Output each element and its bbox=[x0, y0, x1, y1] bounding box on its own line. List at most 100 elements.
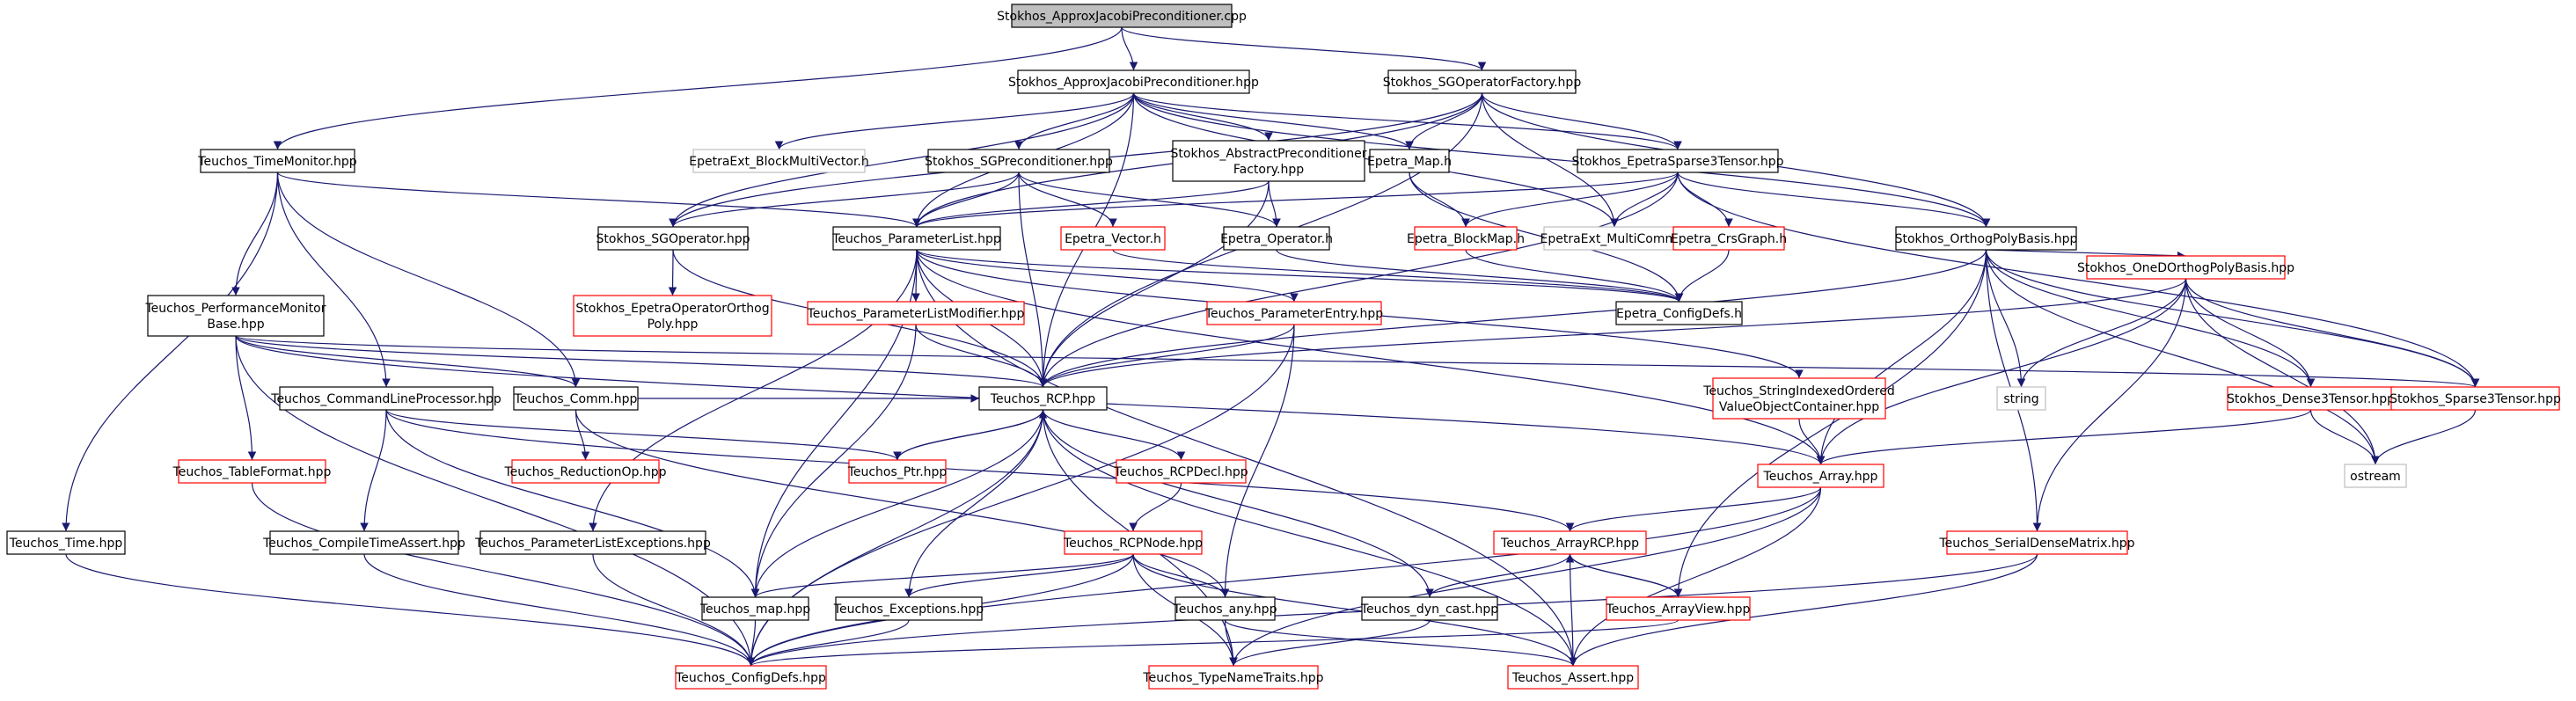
node-stridx[interactable]: Teuchos_StringIndexedOrderedValueObjectC… bbox=[1702, 377, 1895, 420]
node-box[interactable] bbox=[1615, 301, 1743, 325]
node-plexceptions[interactable]: Teuchos_ParameterListExceptions.hpp bbox=[474, 530, 711, 555]
node-box[interactable] bbox=[978, 386, 1108, 411]
node-assert[interactable]: Teuchos_Assert.hpp bbox=[1507, 665, 1639, 690]
node-box[interactable] bbox=[178, 459, 326, 484]
node-rcp[interactable]: Teuchos_RCP.hpp bbox=[978, 386, 1108, 411]
node-map[interactable]: Teuchos_map.hpp bbox=[699, 596, 810, 621]
node-rcpdecl[interactable]: Teuchos_RCPDecl.hpp bbox=[1113, 459, 1248, 484]
node-box[interactable] bbox=[6, 530, 126, 555]
node-sgopf[interactable]: Stokhos_SGOperatorFactory.hpp bbox=[1383, 69, 1582, 94]
node-paramlist[interactable]: Teuchos_ParameterList.hpp bbox=[831, 226, 1001, 251]
node-box[interactable] bbox=[1895, 226, 2077, 251]
node-exceptions[interactable]: Teuchos_Exceptions.hpp bbox=[833, 596, 984, 621]
node-box[interactable] bbox=[597, 226, 749, 251]
node-box[interactable] bbox=[2344, 464, 2407, 488]
node-box[interactable] bbox=[1712, 377, 1886, 420]
node-box[interactable] bbox=[807, 301, 1025, 325]
node-box[interactable] bbox=[1606, 596, 1751, 621]
node-box[interactable] bbox=[1996, 386, 2046, 411]
node-box[interactable] bbox=[1175, 596, 1276, 621]
node-eps3t[interactable]: Stokhos_EpetraSparse3Tensor.hpp bbox=[1572, 149, 1784, 173]
node-typenametraits[interactable]: Teuchos_TypeNameTraits.hpp bbox=[1142, 665, 1324, 690]
node-plmodifier[interactable]: Teuchos_ParameterListModifier.hpp bbox=[807, 301, 1025, 325]
node-dyncast[interactable]: Teuchos_dyn_cast.hpp bbox=[1360, 596, 1498, 621]
node-box[interactable] bbox=[1946, 530, 2128, 555]
node-box[interactable] bbox=[1064, 530, 1203, 555]
node-box[interactable] bbox=[279, 386, 494, 411]
node-box[interactable] bbox=[692, 149, 866, 173]
node-serialdense[interactable]: Teuchos_SerialDenseMatrix.hpp bbox=[1938, 530, 2135, 555]
node-box[interactable] bbox=[269, 530, 459, 555]
node-paramentry[interactable]: Teuchos_ParameterEntry.hpp bbox=[1204, 301, 1383, 325]
node-box[interactable] bbox=[511, 459, 660, 484]
node-box[interactable] bbox=[2086, 255, 2286, 280]
node-array[interactable]: Teuchos_Array.hpp bbox=[1757, 464, 1884, 488]
node-box[interactable] bbox=[1414, 226, 1518, 251]
node-epetra_map[interactable]: Epetra_Map.h bbox=[1367, 149, 1452, 173]
node-arrayview[interactable]: Teuchos_ArrayView.hpp bbox=[1606, 596, 1751, 621]
node-epetraext_multicomm[interactable]: EpetraExt_MultiComm.h bbox=[1540, 226, 1689, 251]
node-box[interactable] bbox=[701, 596, 809, 621]
node-box[interactable] bbox=[1223, 226, 1330, 251]
node-configdefs_h[interactable]: Epetra_ConfigDefs.h bbox=[1615, 301, 1743, 325]
node-onedortho[interactable]: Stokhos_OneDOrthogPolyBasis.hpp bbox=[2077, 255, 2294, 280]
node-box[interactable] bbox=[513, 386, 639, 411]
node-box[interactable] bbox=[1387, 69, 1577, 94]
node-box[interactable] bbox=[848, 459, 947, 484]
node-box[interactable] bbox=[2227, 386, 2395, 411]
node-box[interactable] bbox=[1369, 149, 1450, 173]
node-reductionop[interactable]: Teuchos_ReductionOp.hpp bbox=[503, 459, 667, 484]
node-timemon[interactable]: Teuchos_TimeMonitor.hpp bbox=[197, 149, 357, 173]
node-sparse3[interactable]: Stokhos_Sparse3Tensor.hpp bbox=[2389, 386, 2561, 411]
node-box[interactable] bbox=[1060, 226, 1166, 251]
node-ptr[interactable]: Teuchos_Ptr.hpp bbox=[847, 459, 948, 484]
node-box[interactable] bbox=[479, 530, 706, 555]
node-box[interactable] bbox=[835, 596, 983, 621]
node-sgop[interactable]: Stokhos_SGOperator.hpp bbox=[596, 226, 750, 251]
node-box[interactable] bbox=[1011, 4, 1233, 28]
node-box[interactable] bbox=[1206, 301, 1382, 325]
node-compiletime[interactable]: Teuchos_CompileTimeAssert.hpp bbox=[262, 530, 465, 555]
node-box[interactable] bbox=[1757, 464, 1884, 488]
node-sgprec[interactable]: Stokhos_SGPreconditioner.hpp bbox=[925, 149, 1113, 173]
node-dense3[interactable]: Stokhos_Dense3Tensor.hpp bbox=[2227, 386, 2395, 411]
node-rcpnode[interactable]: Teuchos_RCPNode.hpp bbox=[1063, 530, 1203, 555]
node-box[interactable] bbox=[1148, 665, 1319, 690]
node-box[interactable] bbox=[1172, 140, 1365, 182]
node-tableformat[interactable]: Teuchos_TableFormat.hpp bbox=[172, 459, 332, 484]
node-arrayrcp[interactable]: Teuchos_ArrayRCP.hpp bbox=[1493, 530, 1647, 555]
node-epetra_vector[interactable]: Epetra_Vector.h bbox=[1060, 226, 1166, 251]
node-box[interactable] bbox=[1672, 226, 1785, 251]
node-any[interactable]: Teuchos_any.hpp bbox=[1173, 596, 1277, 621]
node-box[interactable] bbox=[832, 226, 1001, 251]
node-box[interactable] bbox=[200, 149, 355, 173]
node-root[interactable]: Stokhos_ApproxJacobiPreconditioner.cpp bbox=[997, 4, 1247, 28]
node-box[interactable] bbox=[675, 665, 827, 690]
node-time[interactable]: Teuchos_Time.hpp bbox=[6, 530, 126, 555]
node-ajp_hpp[interactable]: Stokhos_ApproxJacobiPreconditioner.hpp bbox=[1008, 69, 1259, 94]
node-box[interactable] bbox=[1507, 665, 1639, 690]
node-box[interactable] bbox=[573, 295, 772, 337]
node-epetraext_bmv[interactable]: EpetraExt_BlockMultiVector.h bbox=[689, 149, 869, 173]
node-box[interactable] bbox=[1017, 69, 1250, 94]
node-epetra_operator[interactable]: Epetra_Operator.h bbox=[1220, 226, 1333, 251]
node-box[interactable] bbox=[1361, 596, 1498, 621]
node-epetra_blockmap[interactable]: Epetra_BlockMap.h bbox=[1407, 226, 1525, 251]
node-box[interactable] bbox=[147, 295, 325, 337]
node-cmdline[interactable]: Teuchos_CommandLineProcessor.hpp bbox=[270, 386, 501, 411]
node-comm[interactable]: Teuchos_Comm.hpp bbox=[513, 386, 639, 411]
node-box[interactable] bbox=[1543, 226, 1686, 251]
node-epetra_crsgraph[interactable]: Epetra_CrsGraph.h bbox=[1671, 226, 1787, 251]
node-configdefs_hpp[interactable]: Teuchos_ConfigDefs.hpp bbox=[675, 665, 827, 690]
node-orthopoly[interactable]: Stokhos_OrthogPolyBasis.hpp bbox=[1895, 226, 2078, 251]
node-box[interactable] bbox=[1116, 459, 1247, 484]
node-absprec[interactable]: Stokhos_AbstractPreconditionerFactory.hp… bbox=[1171, 140, 1367, 182]
node-box[interactable] bbox=[927, 149, 1110, 173]
node-box[interactable] bbox=[2390, 386, 2560, 411]
node-string[interactable]: string bbox=[1996, 386, 2046, 411]
node-ostream[interactable]: ostream bbox=[2344, 464, 2407, 488]
node-box[interactable] bbox=[1493, 530, 1647, 555]
node-box[interactable] bbox=[1577, 149, 1779, 173]
